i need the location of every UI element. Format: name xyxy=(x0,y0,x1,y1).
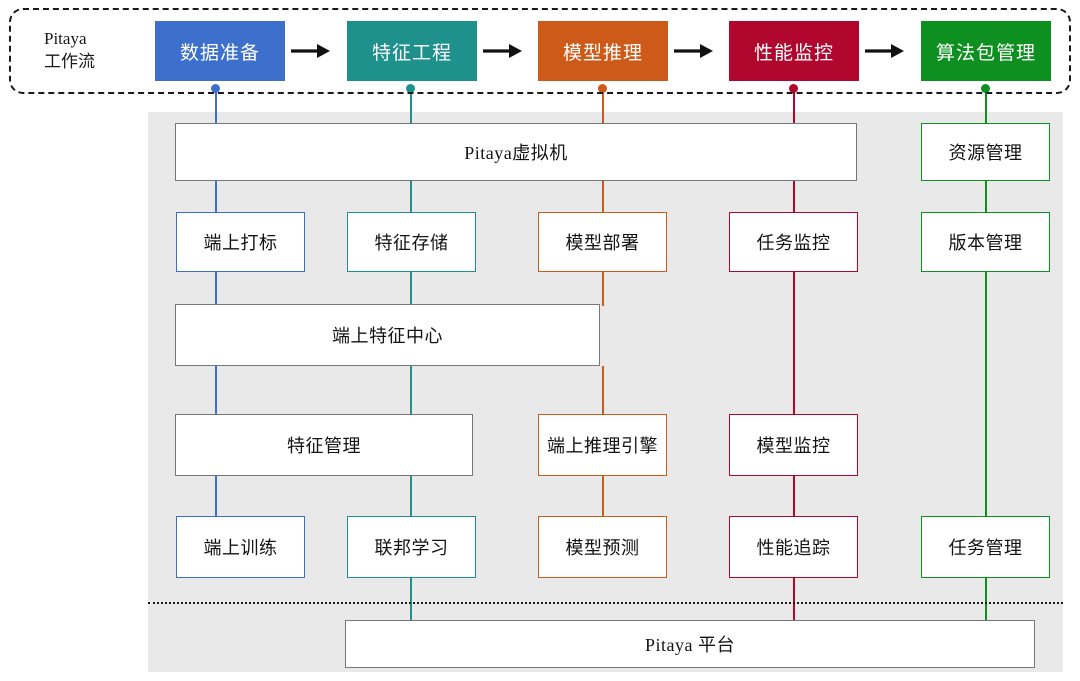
connector-crimson-1 xyxy=(793,178,795,214)
box-pitaya-platform[interactable]: Pitaya 平台 xyxy=(345,620,1035,668)
connector-orange-1 xyxy=(602,178,604,214)
connector-teal-platform xyxy=(410,578,412,622)
connector-green-2 xyxy=(985,270,987,518)
platform-backdrop-panel xyxy=(148,112,1063,672)
box-label: 端上训练 xyxy=(203,538,278,558)
connector-crimson-top xyxy=(793,88,795,125)
arrow-3-icon xyxy=(671,38,715,64)
connector-teal-1 xyxy=(410,178,412,214)
box-label: 联邦学习 xyxy=(374,538,449,558)
connector-teal-3 xyxy=(410,366,412,416)
platform-separator xyxy=(148,602,1063,604)
connector-dot-orange xyxy=(598,84,607,93)
stage-model-inference[interactable]: 模型推理 xyxy=(538,21,668,81)
connector-crimson-3 xyxy=(793,476,795,518)
connector-crimson-2 xyxy=(793,270,795,416)
stage-label: 算法包管理 xyxy=(935,42,1036,64)
connector-orange-3 xyxy=(602,366,604,416)
arrow-4-icon xyxy=(862,38,906,64)
stage-label: 性能监控 xyxy=(753,42,834,64)
box-label: 模型部署 xyxy=(565,233,640,253)
stage-feature-eng[interactable]: 特征工程 xyxy=(347,21,477,81)
box-model-prediction[interactable]: 模型预测 xyxy=(538,516,667,578)
connector-dot-teal xyxy=(406,84,415,93)
connector-blue-2 xyxy=(215,270,217,306)
box-label: 端上特征中心 xyxy=(332,326,443,346)
connector-teal-top xyxy=(410,88,412,125)
box-label: 版本管理 xyxy=(948,233,1023,253)
box-model-monitor[interactable]: 模型监控 xyxy=(729,414,858,476)
box-feature-store[interactable]: 特征存储 xyxy=(347,212,476,272)
box-label: 特征存储 xyxy=(374,233,449,253)
box-label: 端上打标 xyxy=(203,233,278,253)
box-on-device-feature-center[interactable]: 端上特征中心 xyxy=(175,304,600,366)
box-on-device-labeling[interactable]: 端上打标 xyxy=(176,212,305,272)
box-label: 模型监控 xyxy=(756,436,831,456)
connector-dot-crimson xyxy=(789,84,798,93)
box-version-mgmt[interactable]: 版本管理 xyxy=(921,212,1050,272)
box-label: 特征管理 xyxy=(287,436,361,456)
box-federated-learning[interactable]: 联邦学习 xyxy=(347,516,476,578)
box-label: 资源管理 xyxy=(948,143,1023,163)
arrow-1-icon xyxy=(288,38,332,64)
box-label: 性能追踪 xyxy=(756,538,831,558)
connector-orange-2 xyxy=(602,270,604,306)
stage-algo-package[interactable]: 算法包管理 xyxy=(921,21,1051,81)
box-resource-mgmt[interactable]: 资源管理 xyxy=(921,123,1050,181)
box-label: 端上推理引擎 xyxy=(547,436,658,456)
stage-label: 特征工程 xyxy=(371,42,452,64)
connector-orange-top xyxy=(602,88,604,125)
box-task-monitor[interactable]: 任务监控 xyxy=(729,212,858,272)
box-model-deploy[interactable]: 模型部署 xyxy=(538,212,667,272)
connector-orange-4 xyxy=(602,476,604,518)
connector-blue-3 xyxy=(215,366,217,416)
box-on-device-inference-engine[interactable]: 端上推理引擎 xyxy=(538,414,667,476)
connector-crimson-platform xyxy=(793,578,795,622)
box-performance-tracking[interactable]: 性能追踪 xyxy=(729,516,858,578)
stage-perf-monitor[interactable]: 性能监控 xyxy=(729,21,859,81)
stage-data-prep[interactable]: 数据准备 xyxy=(155,21,285,81)
connector-blue-4 xyxy=(215,476,217,518)
arrow-2-icon xyxy=(480,38,524,64)
box-label: 任务监控 xyxy=(756,233,831,253)
workflow-title: Pitaya 工作流 xyxy=(44,29,95,71)
connector-blue-top xyxy=(215,88,217,125)
connector-teal-2 xyxy=(410,270,412,306)
connector-green-platform xyxy=(985,578,987,622)
connector-dot-green xyxy=(981,84,990,93)
box-feature-mgmt[interactable]: 特征管理 xyxy=(175,414,473,476)
connector-blue-1 xyxy=(215,178,217,214)
box-pitaya-vm[interactable]: Pitaya虚拟机 xyxy=(175,123,857,181)
connector-teal-4 xyxy=(410,476,412,518)
workflow-frame xyxy=(9,8,1071,94)
box-label: Pitaya虚拟机 xyxy=(464,143,568,163)
stage-label: 模型推理 xyxy=(562,42,643,64)
connector-green-top xyxy=(985,88,987,125)
box-label: Pitaya 平台 xyxy=(645,635,735,655)
stage-label: 数据准备 xyxy=(179,42,260,64)
box-on-device-training[interactable]: 端上训练 xyxy=(176,516,305,578)
box-label: 模型预测 xyxy=(565,538,640,558)
connector-dot-blue xyxy=(211,84,220,93)
box-task-mgmt[interactable]: 任务管理 xyxy=(921,516,1050,578)
box-label: 任务管理 xyxy=(948,538,1023,558)
connector-green-1 xyxy=(985,178,987,214)
